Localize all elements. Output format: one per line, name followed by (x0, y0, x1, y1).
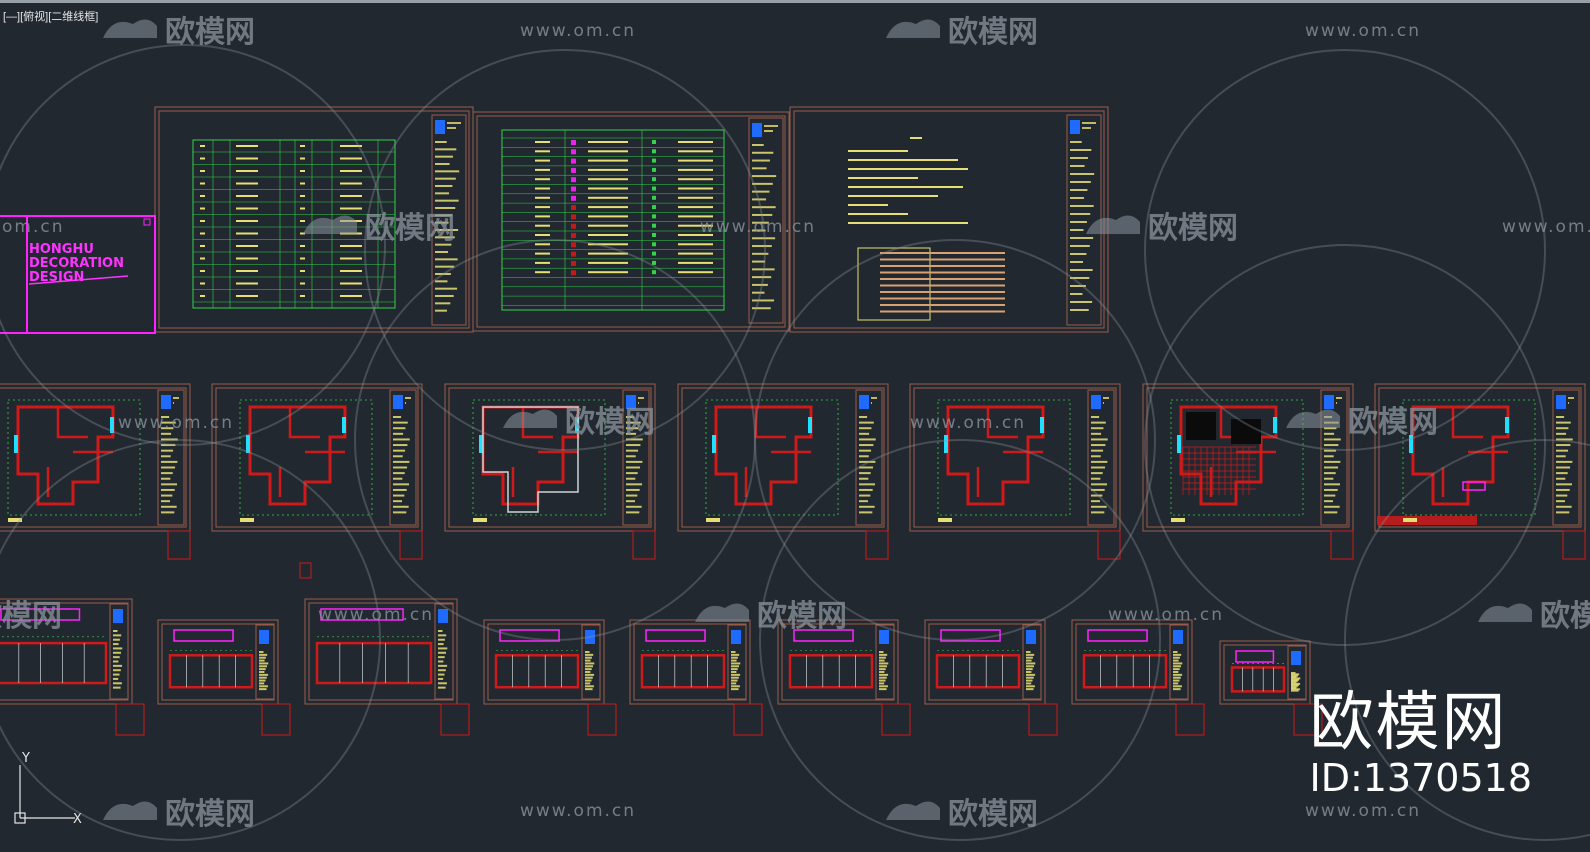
sheet-elevation[interactable] (304, 598, 470, 736)
sheet-design-notes[interactable] (789, 106, 1109, 333)
sheet-floor-plan[interactable] (0, 383, 191, 560)
brand-block: 欧模网 ID:1370518 (1309, 690, 1532, 800)
sheet-floor-plan[interactable] (444, 383, 656, 560)
viewport-controls-label[interactable]: [—][俯视][二维线框] (3, 11, 99, 23)
sheet-floor-plan[interactable] (909, 383, 1121, 560)
sheet-floor-plan[interactable] (677, 383, 889, 560)
sheet-elevation[interactable] (1071, 619, 1205, 736)
viewport-top-border (0, 0, 1590, 3)
sheet-elevation[interactable] (0, 598, 145, 736)
sheet-elevation[interactable] (483, 619, 617, 736)
ucs-y-label: Y (21, 751, 30, 766)
cover-line-2: DECORATION (29, 256, 124, 271)
sheet-material-table[interactable] (154, 106, 474, 333)
sheet-elevation[interactable] (924, 619, 1058, 736)
cover-line-1: HONGHU (29, 242, 94, 257)
sheet-floor-plan[interactable] (211, 383, 423, 560)
sheet-elevation[interactable] (629, 619, 763, 736)
sheet-legend-table[interactable] (472, 111, 790, 332)
cover-sheet[interactable]: HONGHU DECORATION DESIGN (0, 215, 156, 334)
sheet-floor-plan[interactable] (1142, 383, 1354, 560)
brand-name: 欧模网 (1309, 686, 1508, 760)
sheet-elevation[interactable] (157, 619, 291, 736)
drawing-sheets (0, 106, 1586, 736)
brand-id: ID:1370518 (1309, 756, 1532, 800)
sheet-elevation[interactable] (1219, 640, 1323, 736)
sheet-elevation[interactable] (777, 619, 911, 736)
ucs-icon: Y X (14, 751, 82, 827)
cover-frame-outer (0, 215, 156, 334)
sheet-floor-plan[interactable] (1374, 383, 1586, 560)
ucs-x-label: X (73, 812, 82, 827)
